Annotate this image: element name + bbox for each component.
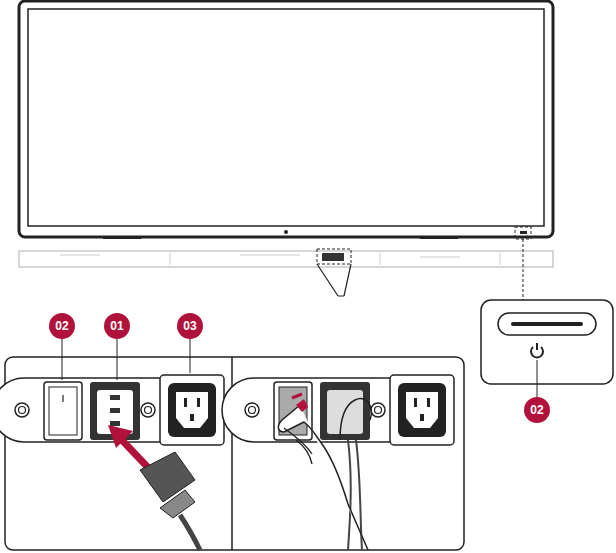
callout-number: 01: [104, 313, 130, 339]
callout-number: 02: [49, 313, 75, 339]
callout-number: 03: [177, 313, 203, 339]
callout-number: 02: [524, 397, 550, 423]
